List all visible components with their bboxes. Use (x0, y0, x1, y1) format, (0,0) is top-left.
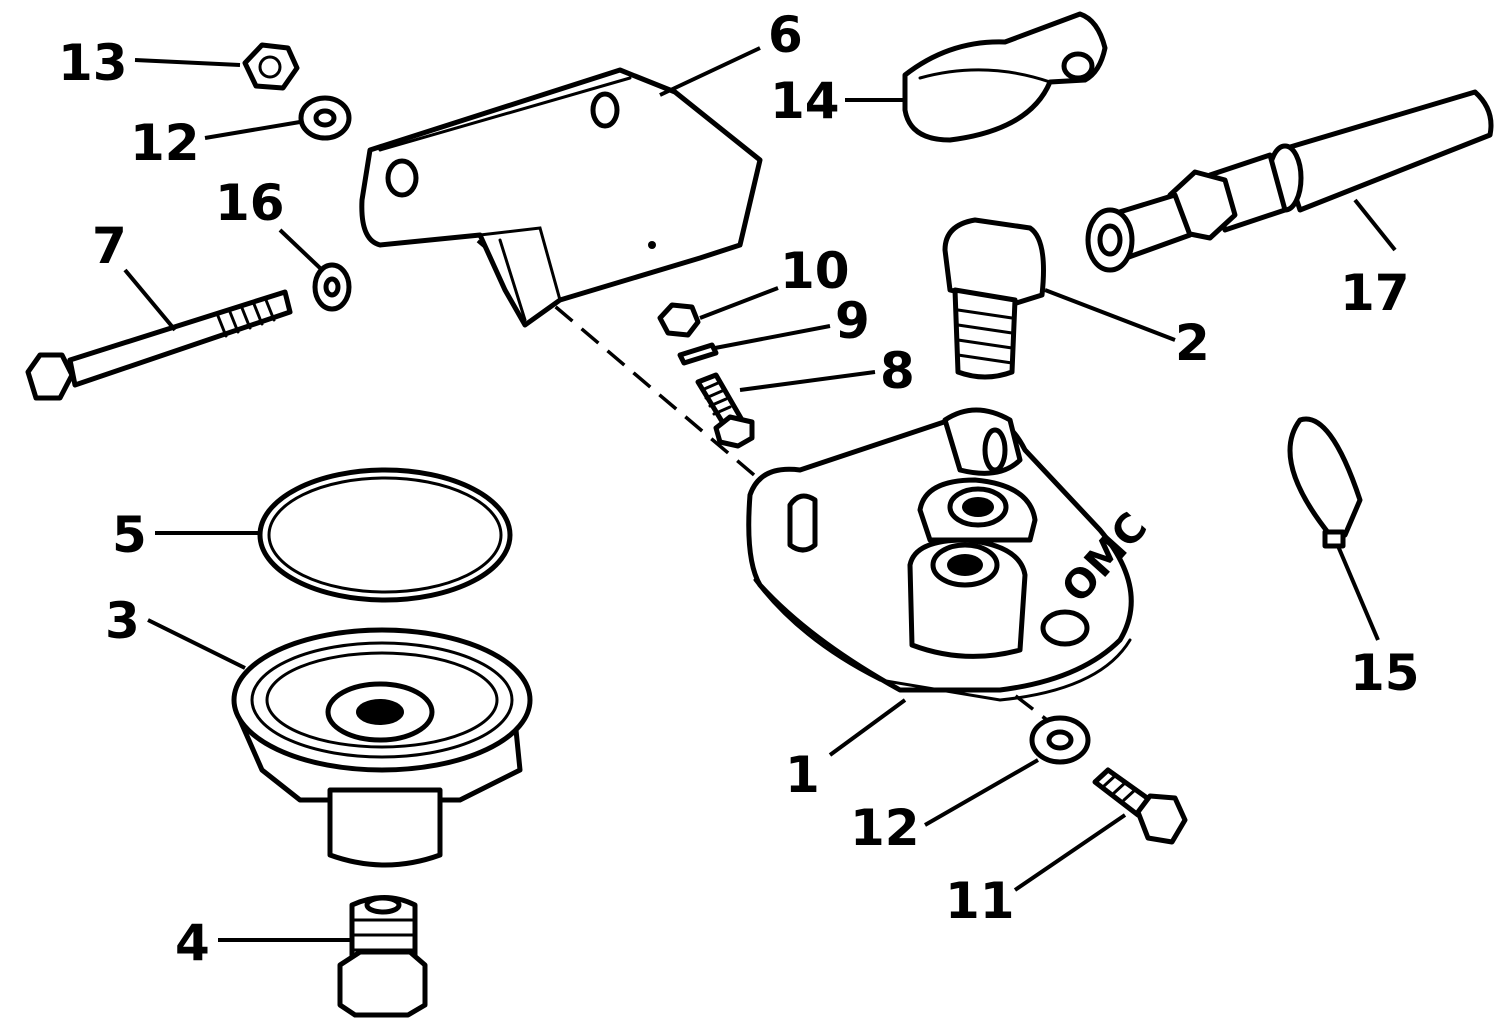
callout-4: 4 (175, 914, 210, 972)
leader-8 (739, 370, 876, 392)
leader-17 (1353, 198, 1397, 252)
part-12-washer-top (298, 95, 352, 141)
part-17-fuel-line (1085, 89, 1494, 273)
leader-10 (699, 286, 779, 320)
callout-8: 8 (880, 342, 915, 400)
callout-12-bottom: 12 (850, 799, 920, 857)
part-16-washer (312, 262, 352, 312)
leader-11 (1013, 813, 1127, 892)
part-12-washer-bottom (1029, 715, 1091, 765)
leader-3 (147, 618, 246, 670)
callout-3: 3 (105, 592, 140, 650)
leader-7 (123, 268, 177, 332)
leader-12a (204, 120, 301, 140)
callout-10: 10 (780, 242, 850, 300)
part-8-screw (695, 372, 755, 449)
leader-13 (134, 58, 241, 67)
part-9-pin (677, 342, 719, 366)
leader-9 (714, 324, 831, 350)
part-3-filter-cup (231, 627, 533, 868)
part-1-filter-base: OMC (746, 407, 1156, 702)
leader-1 (828, 698, 907, 757)
part-11-screw (1092, 767, 1188, 845)
part-13-nut (242, 42, 300, 91)
callout-12-top: 12 (130, 114, 200, 172)
callout-15: 15 (1350, 644, 1420, 702)
callout-6: 6 (768, 6, 803, 64)
callout-14: 14 (770, 72, 840, 130)
callout-13: 13 (58, 34, 128, 92)
callout-11: 11 (945, 872, 1015, 930)
part-7-bolt (25, 289, 293, 401)
callout-1: 1 (785, 746, 820, 804)
callout-17: 17 (1340, 264, 1410, 322)
part-15-cable-tie (1287, 416, 1380, 641)
leader-16 (278, 228, 322, 270)
callout-5: 5 (112, 506, 147, 564)
callout-2: 2 (1175, 314, 1210, 372)
part-6-bracket (359, 67, 763, 328)
callout-7: 7 (92, 217, 127, 275)
leader-12b (924, 758, 1039, 827)
part-5-o-ring (257, 467, 513, 603)
callout-9: 9 (835, 292, 870, 350)
part-4-drain-fitting (337, 895, 428, 1018)
part-10-nut (657, 302, 701, 338)
leader-6 (659, 46, 761, 97)
part-14-clamp (902, 11, 1108, 143)
part-2-elbow-fitting (942, 217, 1046, 380)
callout-16: 16 (215, 174, 285, 232)
leader-2 (1044, 288, 1176, 342)
